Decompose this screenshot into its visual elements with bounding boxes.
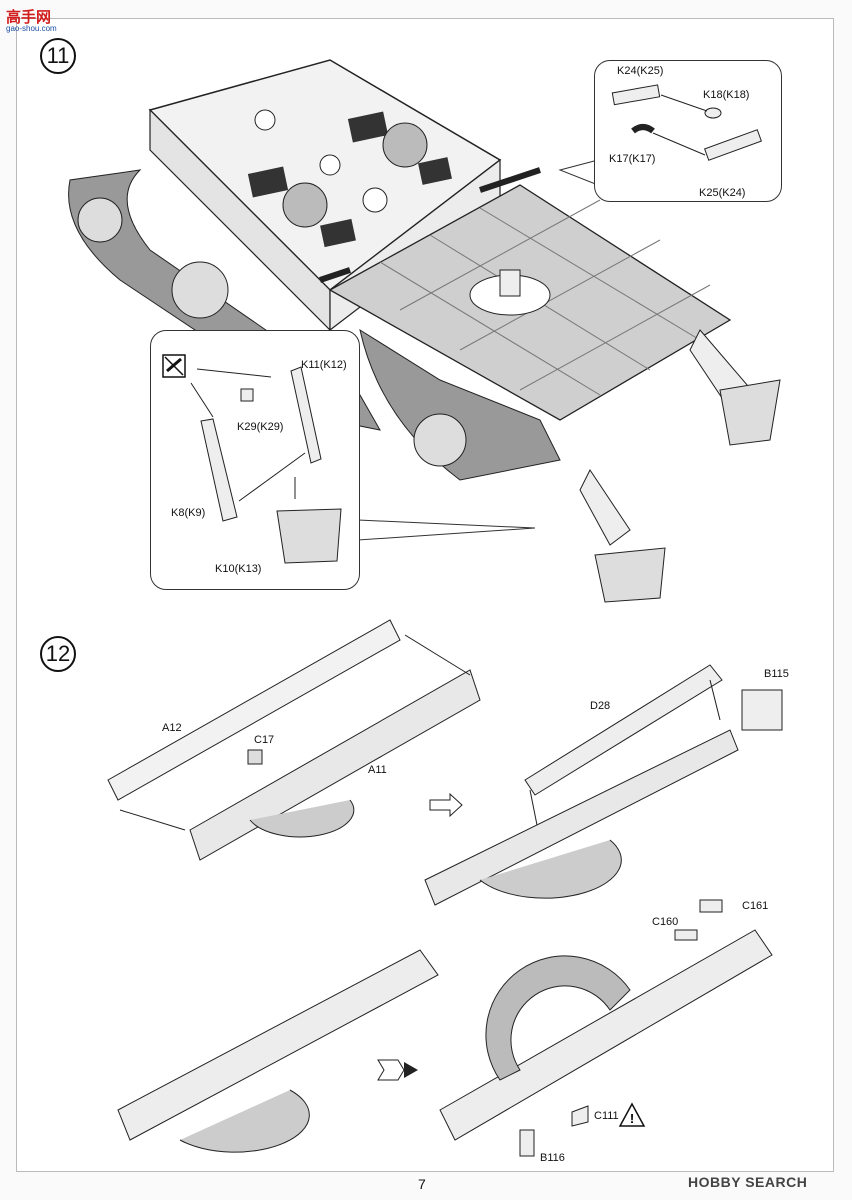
part-label-b116: B116 bbox=[540, 1152, 565, 1164]
step-12-number: 12 bbox=[40, 636, 76, 672]
part-label-b115: B115 bbox=[764, 668, 789, 680]
part-label-c160: C160 bbox=[652, 916, 679, 928]
part-label-k10: K10(K13) bbox=[215, 563, 262, 575]
part-label-k8: K8(K9) bbox=[171, 507, 206, 519]
handrail-parts-drawing bbox=[611, 84, 763, 161]
part-label-c111: C111 bbox=[594, 1110, 619, 1122]
callout-handrail: K24(K25) K18(K18) K17(K17) K25(K24) bbox=[594, 60, 782, 202]
warning-icon bbox=[618, 1102, 646, 1127]
svg-text:!: ! bbox=[630, 1111, 634, 1126]
part-label-c161: C161 bbox=[742, 900, 769, 912]
watermark-brand: HOBBY SEARCH bbox=[688, 1174, 808, 1190]
part-label-a12: A12 bbox=[162, 722, 182, 734]
part-label-d28: D28 bbox=[590, 700, 611, 712]
callout-spade: K11(K12) K29(K29) K8(K9) K10(K13) bbox=[150, 330, 360, 590]
page-number: 7 bbox=[418, 1176, 426, 1192]
part-label-c17: C17 bbox=[254, 734, 275, 746]
part-label-k25: K25(K24) bbox=[699, 187, 746, 199]
watermark-logo: 高手网 bbox=[6, 9, 52, 26]
part-label-k29: K29(K29) bbox=[237, 421, 284, 433]
spade-parts-drawing bbox=[162, 354, 342, 564]
part-label-k24: K24(K25) bbox=[617, 65, 664, 77]
watermark-url: gao-shou.com bbox=[6, 24, 57, 33]
part-label-k18: K18(K18) bbox=[703, 89, 750, 101]
part-label-a11: A11 bbox=[368, 764, 387, 776]
part-label-k11: K11(K12) bbox=[301, 359, 347, 371]
step-11-number: 11 bbox=[40, 38, 76, 74]
part-label-k17: K17(K17) bbox=[609, 153, 656, 165]
